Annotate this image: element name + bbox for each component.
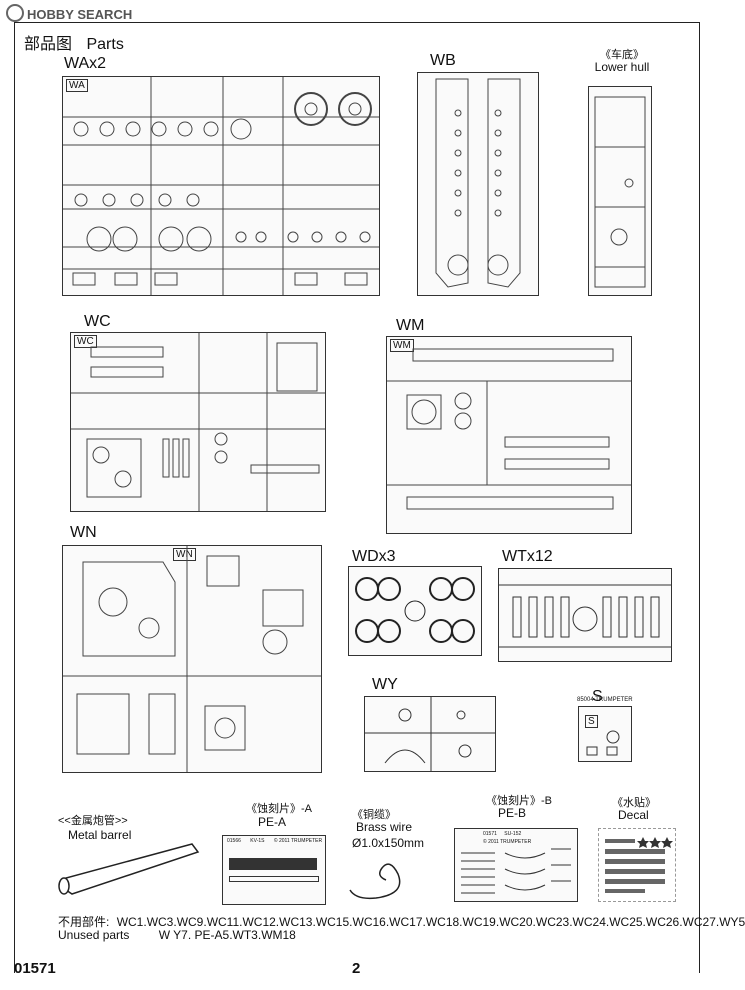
sprue-wd <box>348 566 482 656</box>
sprue-wm: WM <box>386 336 632 534</box>
sprue-wb-drawing <box>435 78 521 288</box>
decal-star-icon <box>637 837 649 848</box>
sprue-wm-tag: WM <box>390 339 414 352</box>
sprue-wn-drawing <box>63 546 321 772</box>
sprue-wm-drawing <box>387 348 631 510</box>
brass-wire-drawing <box>349 863 401 900</box>
pe-b-fret: 01571 SU-152 © 2011 TRUMPETER <box>454 828 578 902</box>
lower-hull-label-en: Lower hull <box>594 60 650 74</box>
sprue-s-code: 85004 TRUMPETER <box>577 697 633 703</box>
lower-hull-drawing <box>594 96 646 288</box>
sprue-s: 85004 TRUMPETER S <box>577 697 633 762</box>
pe-a-fret: 01566 KV-1S © 2011 TRUMPETER <box>222 835 326 905</box>
pe-a-grille <box>229 858 317 870</box>
page-title-cn: 部品图 <box>24 36 73 53</box>
pe-b-code: 01571 <box>483 831 497 837</box>
decal-label-cn: 《水贴》 <box>612 797 656 809</box>
sprue-wy <box>364 696 496 772</box>
unused-parts-list-2: W Y7. PE-A5.WT3.WM18 <box>158 928 296 942</box>
brass-wire-size: Ø1.0x150mm <box>352 836 425 850</box>
pe-b-header: 01571 SU-152 <box>483 831 521 837</box>
sprue-wt-drawing <box>499 584 671 648</box>
sprue-wc-label: WC <box>84 313 111 330</box>
sprue-s-drawing <box>586 730 620 756</box>
page-number: 2 <box>352 960 361 977</box>
metal-barrel-label-cn: <<金属炮管>> <box>58 815 128 827</box>
sprue-wa: WA <box>62 76 380 296</box>
page-title: 部品图 Parts <box>24 30 124 54</box>
unused-parts-label-cn: 不用部件: <box>58 915 110 929</box>
sprue-wc-tag: WC <box>74 335 97 348</box>
watermark: HOBBY SEARCH <box>6 4 132 22</box>
unused-parts-list-1: WC1.WC3.WC9.WC11.WC12.WC13.WC15.WC16.WC1… <box>116 915 745 929</box>
sprue-wb <box>417 72 539 296</box>
brass-wire-label-en: Brass wire <box>356 820 413 834</box>
sprue-s-tag: S <box>585 715 598 728</box>
pe-b-model: SU-152 <box>504 831 522 837</box>
pe-a-strip <box>229 876 319 882</box>
lower-hull-part <box>588 86 652 296</box>
pe-a-label-cn: 《蚀刻片》-A <box>246 803 312 815</box>
sprue-wt <box>498 568 672 662</box>
sprue-wd-label: WDx3 <box>352 548 396 565</box>
unused-parts-label-en: Unused parts <box>58 928 130 942</box>
metal-barrel-drawing <box>58 843 200 895</box>
pe-b-mark: © 2011 TRUMPETER <box>483 839 532 845</box>
pe-b-drawing <box>461 848 571 894</box>
footer-code: 01571 <box>14 960 56 977</box>
sprue-wa-drawing <box>63 77 379 295</box>
decal-sheet <box>598 828 676 902</box>
sprue-wn-tag: WN <box>173 548 196 561</box>
watermark-text: HOBBY SEARCH <box>27 7 133 22</box>
page-title-en: Parts <box>86 36 124 53</box>
pe-b-label-cn: 《蚀刻片》-B <box>486 795 552 807</box>
sprue-wb-label: WB <box>430 52 456 69</box>
sprue-wn-label: WN <box>70 524 97 541</box>
pe-a-code: 01566 <box>227 838 241 844</box>
sprue-wn: WN <box>62 545 322 773</box>
sprue-wa-tag: WA <box>66 79 88 92</box>
pe-a-header: 01566 KV-1S © 2011 TRUMPETER <box>227 838 322 844</box>
pe-a-mark: © 2011 TRUMPETER <box>273 838 323 844</box>
sprue-wt-label: WTx12 <box>502 548 553 565</box>
watermark-logo-icon <box>6 4 24 22</box>
sprue-wc: WC <box>70 332 326 512</box>
unused-parts-line2: Unused parts W Y7. PE-A5.WT3.WM18 <box>58 928 296 942</box>
decal-star-icon <box>661 837 673 848</box>
sprue-wc-drawing <box>71 333 325 511</box>
pe-a-model: KV-1S <box>250 838 265 844</box>
sprue-wd-drawing <box>355 577 475 643</box>
sprue-wa-label: WAx2 <box>64 55 107 72</box>
metal-barrel-label-en: Metal barrel <box>68 828 132 842</box>
sprue-wy-label: WY <box>372 676 398 693</box>
unused-parts-line1: 不用部件: WC1.WC3.WC9.WC11.WC12.WC13.WC15.WC… <box>58 913 745 930</box>
brass-wire-label-cn: 《铜缆》 <box>352 809 396 821</box>
decal-star-icon <box>649 837 661 848</box>
pe-b-label-en: PE-B <box>498 806 527 820</box>
decal-drawing <box>605 837 673 893</box>
pe-a-label-en: PE-A <box>258 815 287 829</box>
lower-hull-label-cn: 《车底》 <box>600 49 644 61</box>
sprue-wy-drawing <box>365 697 495 771</box>
decal-label-en: Decal <box>618 808 649 822</box>
sprue-wm-label: WM <box>396 317 425 334</box>
sprue-s-label: S <box>592 688 603 705</box>
